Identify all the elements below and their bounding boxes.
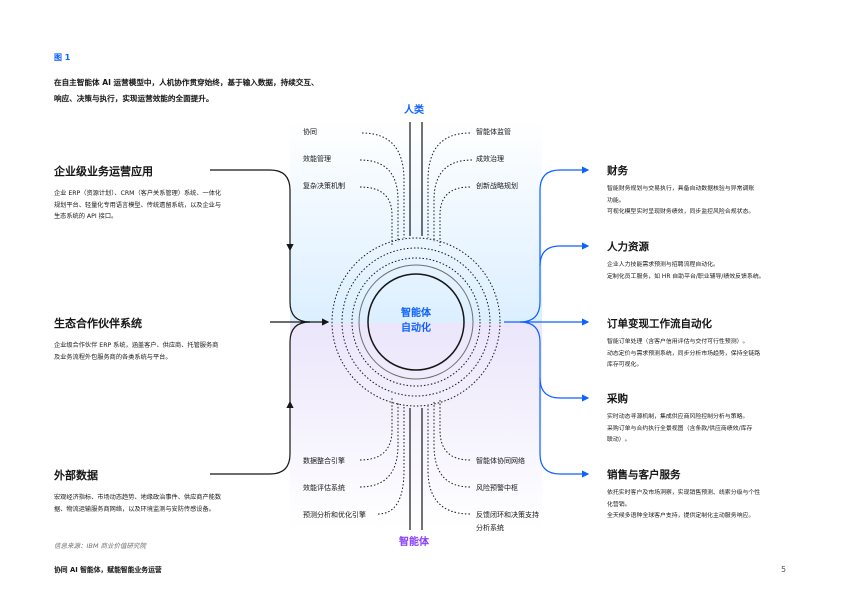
hub-ring xyxy=(367,273,465,371)
right-block-title: 财务 xyxy=(607,165,628,177)
human-label: 人类 xyxy=(404,105,424,116)
caption-line: 响应、决策与执行，实现运营效能的全面提升。 xyxy=(54,94,214,103)
desc-line: 采购订单与合约执行全景视图（含条款/供应商绩效/库存 xyxy=(607,425,753,432)
top-left-item: 协同 xyxy=(303,128,317,136)
ring-3 xyxy=(351,257,481,387)
left-block-enterprise: 企业级业务运营应用 企业 ERP（资源计划）、CRM（客户关系管理）系统、一体化… xyxy=(54,163,254,223)
desc-line: 联动）。 xyxy=(607,437,631,443)
outer-ring xyxy=(331,237,501,407)
desc-line: 生态系统的 API 接口。 xyxy=(54,213,118,220)
right-block-desc: 企业人力技能需求预测与招聘流程自动化。 定制化员工服务，如 HR 自助平台/职业… xyxy=(607,260,807,283)
desc-line: 智能财务规划与交易执行，具备自动数据核验与异常调账 xyxy=(607,186,755,192)
figure-caption: 在自主智能体 AI 运营模型中，人机协作贯穿始终，基于输入数据，持续交互、 响应… xyxy=(54,75,354,107)
right-block-hr: 人力资源 企业人力技能需求预测与招聘流程自动化。 定制化员工服务，如 HR 自助… xyxy=(607,239,807,283)
ring-4 xyxy=(358,264,474,380)
desc-line: 智能订单处理（含客户信用评估与交付可行性预测）。 xyxy=(607,339,749,345)
right-block-procurement: 采购 实时动态寻源机制，集成供应商风险控制分析与策略。 采购订单与合约执行全景视… xyxy=(607,391,807,447)
desc-line: 及业务流程外包服务商的各类系统与平台。 xyxy=(54,353,172,361)
bottom-right-item: 分析系统 xyxy=(476,524,504,532)
left-block-partners: 生态合作伙伴系统 企业级合作伙伴 ERP 系统，涵盖客户、供应商、托管服务商 及… xyxy=(54,315,254,363)
left-block-title: 外部数据 xyxy=(54,469,98,482)
right-block-finance: 财务 智能财务规划与交易执行，具备自动数据核验与异常调账 功能。 可视化模型实时… xyxy=(607,163,807,219)
top-left-item: 效能管理 xyxy=(303,155,331,163)
hub-line: 自动化 xyxy=(401,323,431,334)
right-block-sales: 销售与客户服务 依托实时客户及市场洞察，实现销售预测、线索分级与个性 化营销。 … xyxy=(607,467,807,523)
bottom-right-item: 智能体协同网络 xyxy=(476,457,525,465)
bottom-right-item: 反馈闭环和决策支持 xyxy=(476,511,539,519)
right-block-title: 销售与客户服务 xyxy=(607,469,681,481)
desc-line: 规划平台、轻量化专用语言模型、传统遗留系统，以及企业与 xyxy=(54,201,222,209)
source-note: 信息来源：IBM 商业价值研究院 xyxy=(54,542,147,550)
top-left-item: 复杂决策机制 xyxy=(303,182,345,190)
bottom-left-item: 数据整合引擎 xyxy=(303,457,345,465)
right-block-desc: 实时动态寻源机制，集成供应商风险控制分析与策略。 采购订单与合约执行全景视图（含… xyxy=(607,412,807,447)
right-block-desc: 智能订单处理（含客户信用评估与交付可行性预测）。 动态定价与需求预测系统，同步分… xyxy=(607,337,807,372)
desc-line: 动态定价与需求预测系统，同步分析市场趋势，保持全链路 xyxy=(607,350,761,357)
desc-line: 化营销。 xyxy=(607,501,631,508)
desc-line: 企业人力技能需求预测与招聘流程自动化。 xyxy=(607,262,719,268)
caption-line: 在自主智能体 AI 运营模型中，人机协作贯穿始终，基于输入数据，持续交互、 xyxy=(54,78,319,87)
right-block-desc: 智能财务规划与交易执行，具备自动数据核验与异常调账 功能。 可视化模型实时呈现财… xyxy=(607,184,807,219)
desc-line: 实时动态寻源机制，集成供应商风险控制分析与策略。 xyxy=(607,414,749,420)
left-block-external: 外部数据 宏观经济指标、市场动态趋势、地缘政治事件、供应商产能数 据、物流运输服… xyxy=(54,467,254,515)
left-block-title: 企业级业务运营应用 xyxy=(54,165,153,178)
desc-line: 功能。 xyxy=(607,197,625,204)
desc-line: 全天候多语种全球客户支持，提供定制化主动服务响应。 xyxy=(607,513,755,519)
desc-line: 库存可视化。 xyxy=(607,362,643,368)
hub-label: 智能体 自动化 xyxy=(386,306,446,336)
footer-title: 协同 AI 智能体，赋能智能业务运营 xyxy=(54,566,162,574)
page-number: 5 xyxy=(781,565,787,574)
right-block-order-to-cash: 订单变现工作流自动化 智能订单处理（含客户信用评估与交付可行性预测）。 动态定价… xyxy=(607,316,807,372)
left-block-desc: 宏观经济指标、市场动态趋势、地缘政治事件、供应商产能数 据、物流运输服务商网络，… xyxy=(54,492,254,515)
desc-line: 定制化员工服务，如 HR 自助平台/职业辅导/绩效反馈系统。 xyxy=(607,273,765,280)
human-panel xyxy=(290,120,542,323)
desc-line: 依托实时客户及市场洞察，实现销售预测、线索分级与个性 xyxy=(607,490,761,496)
left-block-desc: 企业 ERP（资源计划）、CRM（客户关系管理）系统、一体化 规划平台、轻量化专… xyxy=(54,188,254,223)
top-right-item: 创新战略规划 xyxy=(476,182,518,190)
hub-line: 智能体 xyxy=(401,308,431,319)
right-block-desc: 依托实时客户及市场洞察，实现销售预测、线索分级与个性 化营销。 全天候多语种全球… xyxy=(607,488,807,523)
bottom-left-item: 效能评估系统 xyxy=(303,484,345,492)
desc-line: 可视化模型实时呈现财务绩效，同步监控风险合规状态。 xyxy=(607,209,755,215)
desc-line: 企业 ERP（资源计划）、CRM（客户关系管理）系统、一体化 xyxy=(54,190,222,197)
bottom-right-item: 风险预警中枢 xyxy=(476,484,518,492)
left-block-desc: 企业级合作伙伴 ERP 系统，涵盖客户、供应商、托管服务商 及业务流程外包服务商… xyxy=(54,340,254,363)
figure-label: 图 1 xyxy=(54,53,71,62)
desc-line: 据、物流运输服务商网络，以及环境监测与安防传感设备。 xyxy=(54,505,215,513)
desc-line: 宏观经济指标、市场动态趋势、地缘政治事件、供应商产能数 xyxy=(54,494,222,501)
bottom-left-item: 预测分析和优化引擎 xyxy=(303,511,366,519)
desc-line: 企业级合作伙伴 ERP 系统，涵盖客户、供应商、托管服务商 xyxy=(54,342,219,349)
right-block-title: 人力资源 xyxy=(607,241,649,253)
ring-2 xyxy=(341,247,491,397)
top-right-item: 智能体监管 xyxy=(476,128,511,136)
top-right-item: 成效治理 xyxy=(476,155,504,163)
agent-label: 智能体 xyxy=(399,537,429,548)
left-block-title: 生态合作伙伴系统 xyxy=(54,317,142,330)
right-block-title: 订单变现工作流自动化 xyxy=(607,318,712,330)
agent-panel xyxy=(290,323,542,530)
right-block-title: 采购 xyxy=(607,393,628,405)
